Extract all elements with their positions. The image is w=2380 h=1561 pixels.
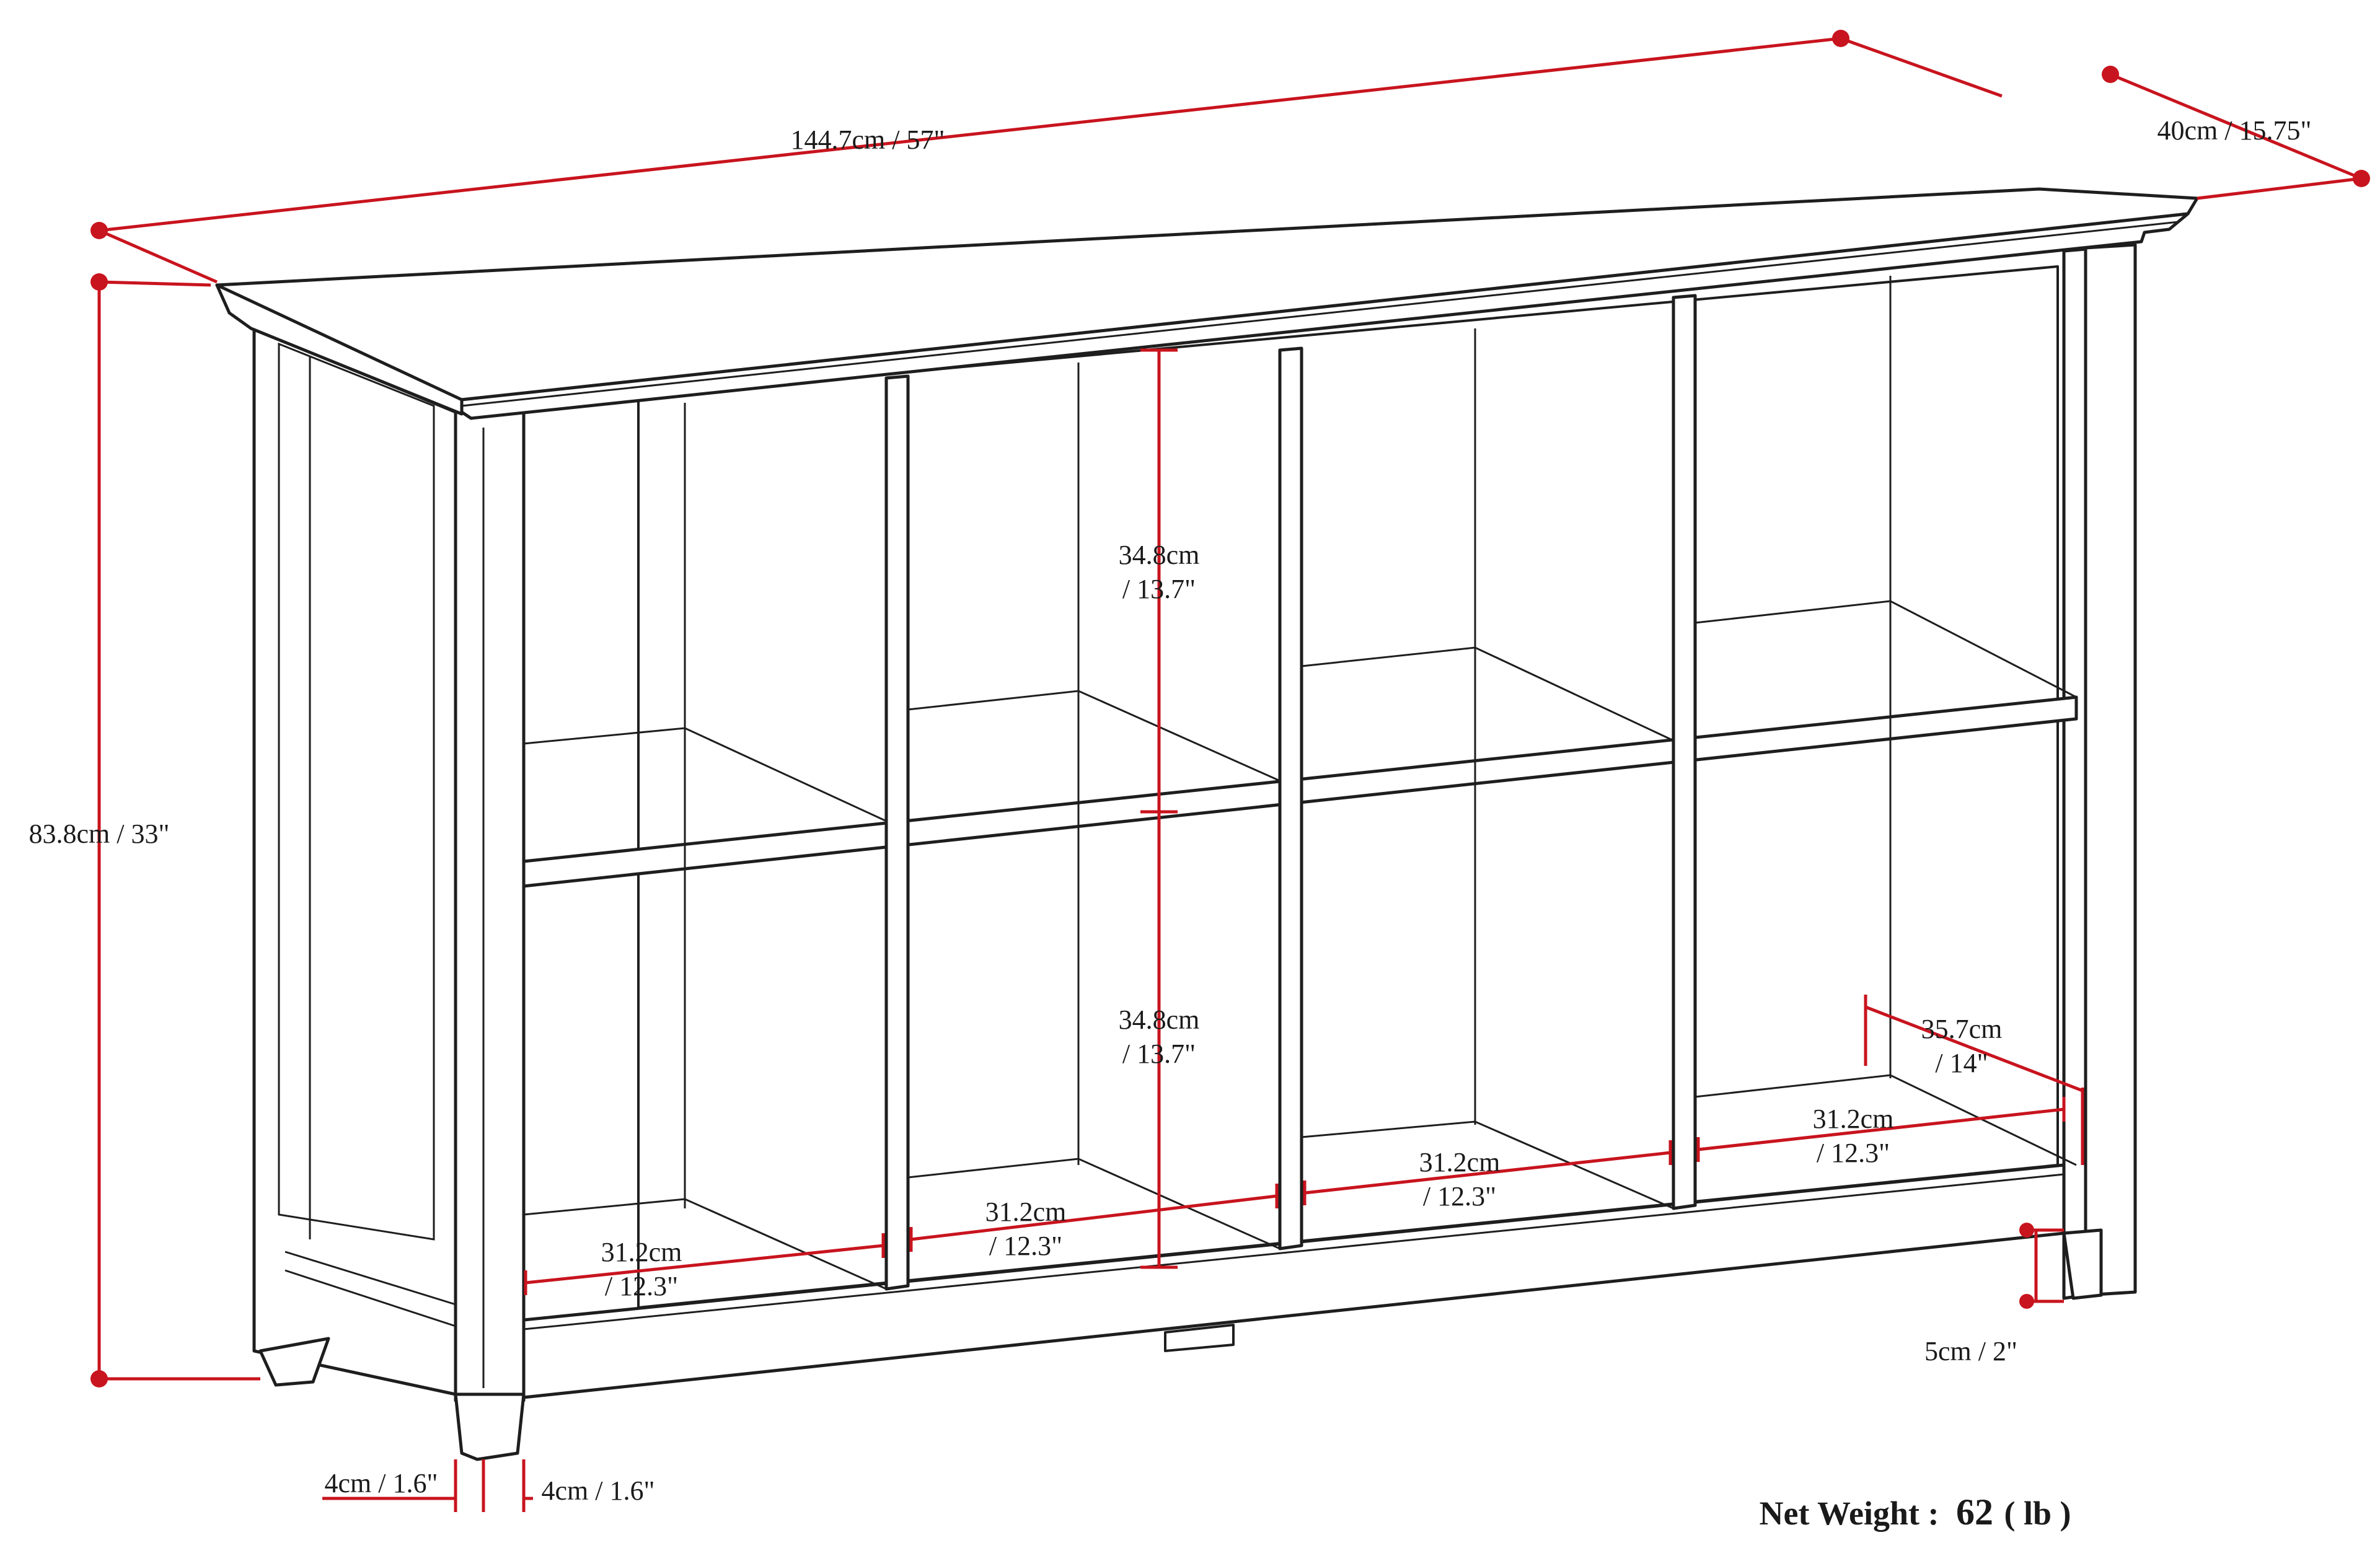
cubby-width-1-line1: 31.2cm <box>601 1237 682 1267</box>
lower-cubby-floors <box>523 1074 2077 1290</box>
right-back-post <box>2084 243 2137 1297</box>
svg-text:Net Weight : 62 (: Net Weight : 62 ( lb ) <box>1760 1492 2071 1532</box>
inner-depth-line2: / 14" <box>1935 1048 1988 1078</box>
cubby-width-2-line1: 31.2cm <box>985 1197 1067 1227</box>
net-weight-label: Net Weight : <box>1760 1495 1939 1532</box>
cubby-width-1-line2: / 12.3" <box>605 1271 678 1301</box>
cubby-width-3-line2: / 12.3" <box>1423 1181 1496 1211</box>
front-left-leg <box>454 1392 526 1461</box>
cubby-width-2-line2: / 12.3" <box>989 1231 1062 1261</box>
vertical-dividers <box>884 294 1697 1291</box>
net-weight: Net Weight : 62 ( lb ) <box>1760 1492 2071 1532</box>
cubby-width-4-line2: / 12.3" <box>1817 1138 1890 1168</box>
top-molding-side <box>215 283 464 416</box>
upper-cubby-floors <box>523 600 2077 822</box>
cubby-width-4-line1: 31.2cm <box>1813 1104 1894 1134</box>
height-label: 83.8cm / 33" <box>29 819 170 849</box>
leg-width-left-label: 4cm / 1.6" <box>325 1468 438 1498</box>
depth-label: 40cm / 15.75" <box>2157 115 2312 146</box>
left-side-panel <box>252 327 457 1396</box>
divider-depth-lines <box>684 276 1892 1208</box>
dimension-labels: 144.7cm / 57" 40cm / 15.75" 83.8cm / 33"… <box>29 115 2312 1506</box>
front-left-post <box>454 410 526 1402</box>
left-back-leg <box>258 1337 330 1387</box>
width-label: 144.7cm / 57" <box>791 125 945 155</box>
right-back-leg <box>2062 1228 2103 1300</box>
lower-cubby-height-line2: / 13.7" <box>1122 1039 1196 1069</box>
inner-depth-line1: 35.7cm <box>1921 1014 2003 1044</box>
upper-cubby-height-line2: / 13.7" <box>1122 574 1196 604</box>
leg-width-right-label: 4cm / 1.6" <box>542 1475 655 1506</box>
net-weight-unit: ( lb ) <box>2004 1495 2071 1532</box>
left-side-inset <box>278 342 435 1241</box>
upper-cubby-height-line1: 34.8cm <box>1119 540 1200 570</box>
cubby-width-3-line1: 31.2cm <box>1419 1147 1501 1177</box>
leg-height-label: 5cm / 2" <box>1924 1336 2017 1366</box>
net-weight-value: 62 <box>1956 1492 1993 1532</box>
bookcase-drawing <box>215 187 2199 1461</box>
lower-cubby-height-line1: 34.8cm <box>1119 1005 1200 1035</box>
bottom-front-rail <box>522 1163 2066 1399</box>
center-foot <box>1164 1324 1235 1352</box>
dimension-lines <box>90 30 2370 1512</box>
